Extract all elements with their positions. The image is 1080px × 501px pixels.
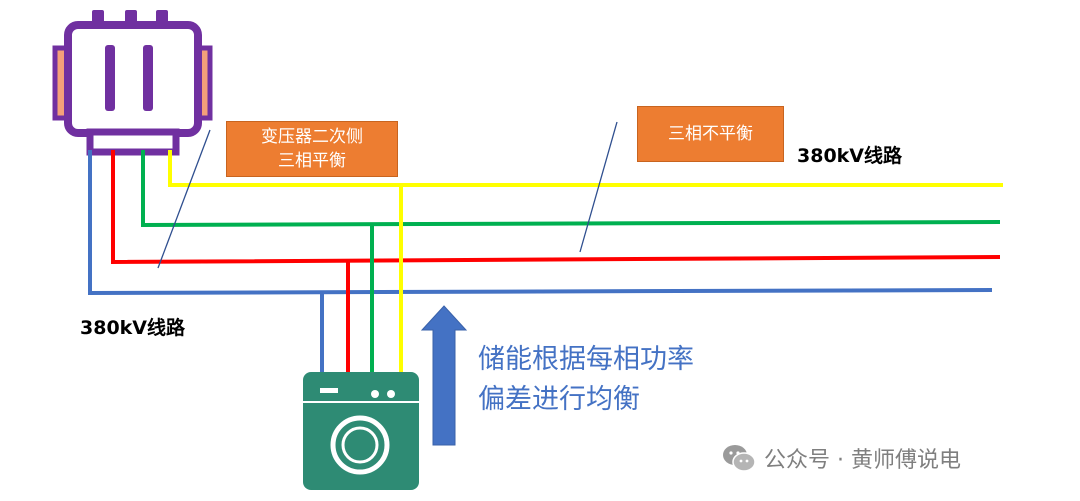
unbalanced-callout: 三相不平衡 <box>637 106 784 162</box>
watermark: 公众号 · 黄师傅说电 <box>722 442 961 474</box>
energy-storage-icon <box>303 372 419 490</box>
line-label-right: 380kV线路 <box>797 145 903 167</box>
wechat-icon <box>723 445 756 472</box>
secondary-balanced-callout: 变压器二次侧 三相平衡 <box>226 121 398 177</box>
transformer-icon <box>52 10 213 156</box>
pointer-line-left <box>157 129 211 269</box>
secondary-balanced-line2: 三相平衡 <box>278 151 346 171</box>
pointer-line-right <box>579 121 618 253</box>
neutral-blue-line <box>88 150 993 296</box>
secondary-balanced-line1: 变压器二次侧 <box>261 127 363 147</box>
phase-red-line <box>111 150 1001 265</box>
watermark-text: 公众号 · 黄师傅说电 <box>764 448 961 473</box>
storage-note-line1: 储能根据每相功率 <box>478 344 694 375</box>
storage-note: 储能根据每相功率 偏差进行均衡 <box>478 340 694 420</box>
line-label-left: 380kV线路 <box>80 317 186 339</box>
phase-green-line <box>141 150 1001 228</box>
up-arrow-icon <box>420 305 468 446</box>
storage-note-line2: 偏差进行均衡 <box>478 384 640 415</box>
phase-yellow-line <box>168 150 1003 187</box>
unbalanced-text: 三相不平衡 <box>668 124 753 144</box>
